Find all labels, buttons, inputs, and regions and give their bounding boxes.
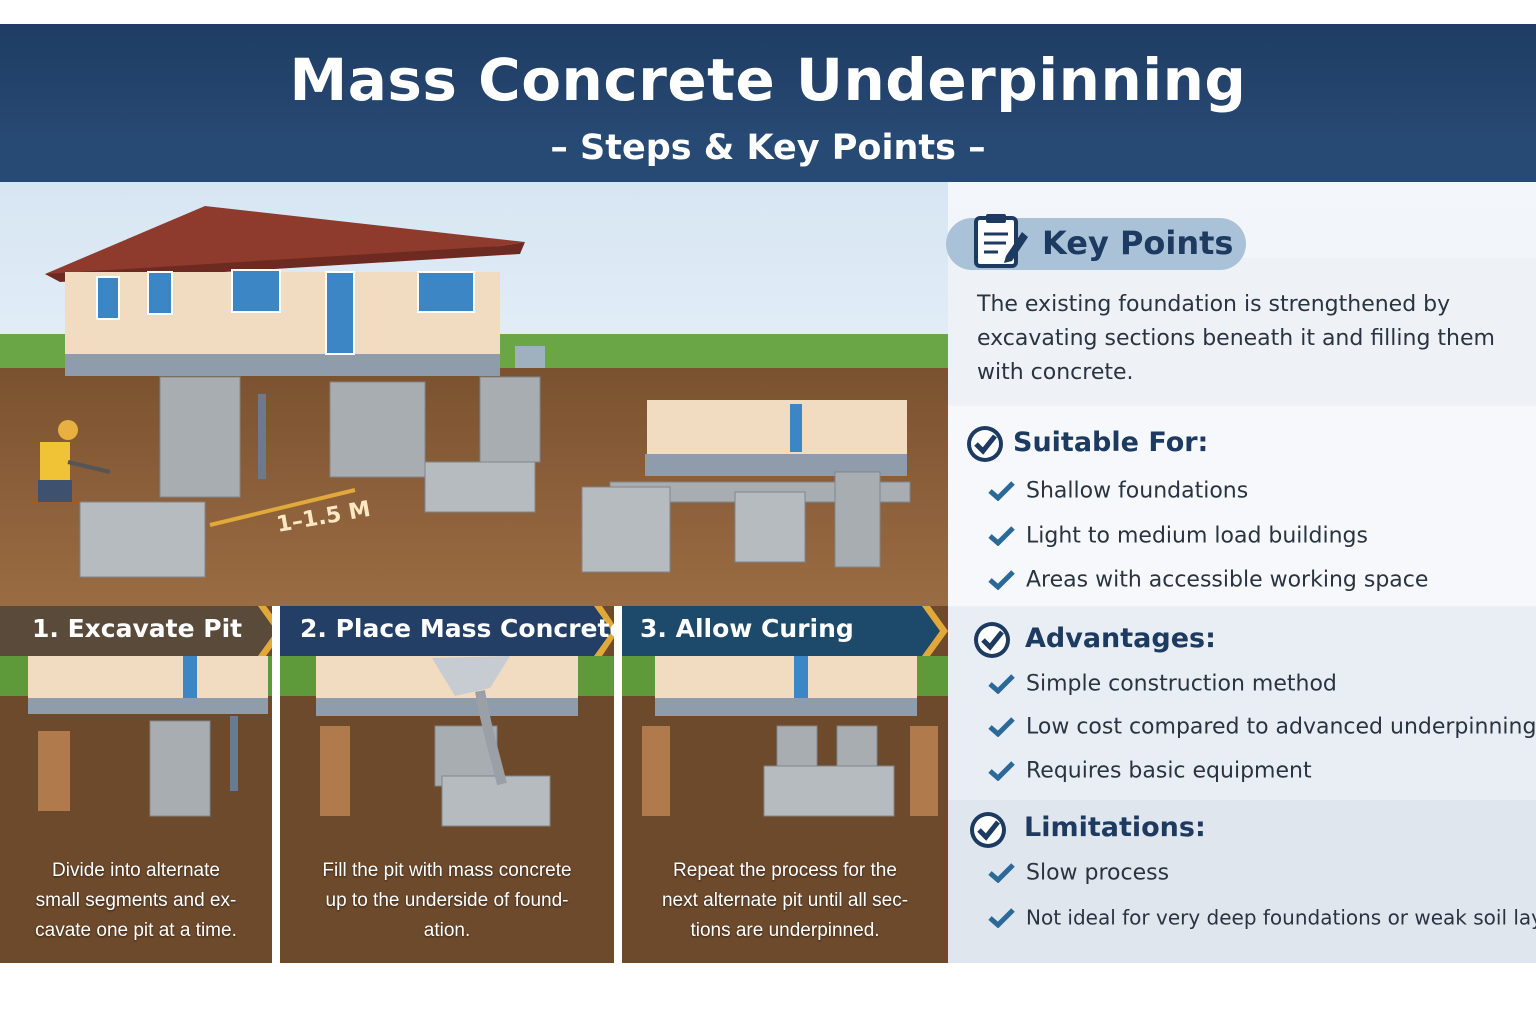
step-description: Divide into alternate small segments and… [35, 860, 237, 941]
section-advantages [948, 607, 1536, 799]
house-underpinning-illustration: 1–1.5 M [0, 182, 948, 606]
section-heading: Limitations: [1024, 812, 1206, 843]
step-bar: 2. Place Mass Concrete [280, 606, 614, 656]
list-item: Areas with accessible working space [988, 567, 1428, 593]
step-panels: 1. Excavate Pit Divide into alternate sm… [0, 606, 948, 963]
header-subtitle-band [0, 132, 1536, 182]
header-banner [0, 24, 1536, 182]
step-panel-place-concrete: 2. Place Mass Concrete Fill the pit with… [280, 606, 614, 963]
key-points-title: Key Points [1042, 224, 1234, 262]
check-circle-icon [974, 622, 1010, 658]
check-icon [988, 761, 1015, 781]
check-circle-icon [967, 426, 1003, 462]
list-item: Low cost compared to advanced underpinni… [988, 714, 1536, 740]
page-title: Mass Concrete Underpinning [289, 46, 1247, 114]
house-door [790, 404, 802, 452]
window [231, 269, 281, 313]
concrete-pour [475, 690, 507, 786]
step-description: Fill the pit with mass concrete up to th… [322, 860, 572, 941]
check-circle-icon [970, 812, 1006, 848]
list-item: Simple construction method [988, 671, 1337, 697]
section-heading: Suitable For: [1013, 427, 1209, 458]
page-subtitle: – Steps & Key Points – [550, 128, 986, 168]
water-tank [515, 346, 545, 368]
check-icon [988, 481, 1015, 501]
concrete-block [79, 501, 206, 578]
concrete-pier [734, 491, 806, 563]
house-roof [45, 206, 525, 282]
house-plinth [65, 354, 500, 376]
step-description: Repeat the process for the next alternat… [661, 860, 909, 941]
step-label: 3. Allow Curing [640, 614, 854, 643]
house-door [325, 271, 355, 355]
list-item: Not ideal for very deep foundations or w… [988, 904, 1536, 930]
list-item: Shallow foundations [988, 478, 1248, 504]
concrete-pier [159, 376, 241, 498]
check-icon [988, 526, 1015, 546]
concrete-chute [432, 656, 510, 696]
house-wall [647, 400, 907, 456]
chevron-arrow-icon [258, 606, 272, 656]
window [417, 271, 475, 313]
list-item: Requires basic equipment [988, 758, 1312, 784]
intro-box [948, 258, 1536, 404]
clipboard-pencil-icon [974, 214, 1028, 268]
list-item: Light to medium load buildings [988, 523, 1368, 549]
step-panel-curing: 3. Allow Curing Repeat the process for t… [622, 606, 948, 963]
concrete-pier [329, 381, 426, 478]
concrete-block [581, 486, 671, 573]
worker-figure [38, 420, 111, 502]
check-icon [988, 717, 1015, 737]
house-plinth [645, 454, 907, 476]
key-points-intro: The existing foundation is strengthened … [977, 292, 1495, 385]
concrete-block [424, 461, 536, 513]
check-icon [988, 907, 1015, 928]
window [96, 276, 120, 320]
list-item: Slow process [988, 860, 1169, 886]
step-bar: 1. Excavate Pit [0, 606, 272, 656]
step-bar: 3. Allow Curing [622, 606, 948, 656]
support-prop [258, 394, 266, 479]
dimension-arrow [209, 488, 356, 527]
section-limitations [948, 800, 1536, 963]
section-suitable-for [948, 406, 1536, 606]
section-heading: Advantages: [1025, 623, 1216, 654]
step-label: 2. Place Mass Concrete [300, 614, 614, 643]
check-icon [988, 674, 1015, 694]
concrete-pier [834, 471, 881, 568]
check-icon [988, 570, 1015, 590]
step-panel-excavate: 1. Excavate Pit Divide into alternate sm… [0, 606, 272, 963]
step-label: 1. Excavate Pit [32, 614, 243, 643]
check-icon [988, 863, 1015, 883]
chevron-arrow-icon [594, 606, 614, 656]
concrete-pier [479, 376, 541, 463]
chevron-arrow-icon [922, 606, 948, 656]
window [147, 271, 173, 315]
